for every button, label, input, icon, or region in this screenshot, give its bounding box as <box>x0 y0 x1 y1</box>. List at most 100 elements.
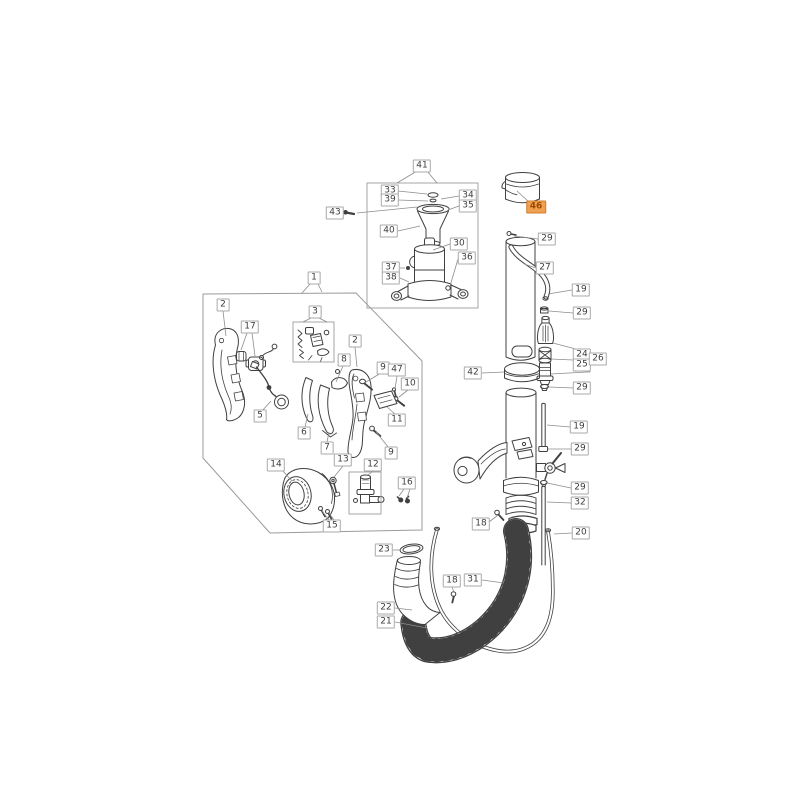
screw-18a-drawing <box>494 509 505 521</box>
leader-line <box>281 469 293 482</box>
leader-line <box>321 510 330 521</box>
leader-line <box>386 406 396 415</box>
valve-fitting-drawing <box>536 452 566 487</box>
leader-line <box>481 579 505 584</box>
leader-line <box>546 501 572 504</box>
part-label-9-13[interactable]: 9 <box>384 446 398 460</box>
part-label-10-8[interactable]: 10 <box>400 377 420 391</box>
part-label-29-34[interactable]: 29 <box>572 306 592 320</box>
handle-right-drawing <box>347 368 372 458</box>
part-label-18-47[interactable]: 18 <box>442 574 462 588</box>
pump-group-box <box>366 182 479 309</box>
part-label-30-26[interactable]: 30 <box>449 237 469 251</box>
part-label-26-37[interactable]: 26 <box>588 352 608 366</box>
part-label-29-41[interactable]: 29 <box>570 442 590 456</box>
leader-line <box>396 170 418 184</box>
leader-line <box>328 512 335 521</box>
leader-line <box>302 317 312 323</box>
part-label-11-9[interactable]: 11 <box>387 413 407 427</box>
part-label-19-33[interactable]: 19 <box>571 283 591 297</box>
leader-line <box>449 258 459 287</box>
handle-left-drawing <box>212 327 246 422</box>
leader-line <box>367 470 374 476</box>
part-label-6-11[interactable]: 6 <box>297 426 311 440</box>
cable-5-drawing <box>250 361 289 410</box>
handle-arm-drawing <box>453 437 534 484</box>
part-label-46-30[interactable]: 46 <box>526 200 546 214</box>
leader-line <box>394 607 413 611</box>
part-label-13-14[interactable]: 13 <box>333 453 353 467</box>
wire-part-drawing <box>259 343 278 360</box>
leader-line <box>488 514 499 523</box>
part-label-20-45[interactable]: 20 <box>571 526 591 540</box>
leader-line <box>397 225 421 232</box>
part-label-38-28[interactable]: 38 <box>381 271 401 285</box>
part-label-8-5[interactable]: 8 <box>337 353 351 367</box>
part-label-29-39[interactable]: 29 <box>572 381 592 395</box>
part-label-14-16[interactable]: 14 <box>266 458 286 472</box>
leader-line <box>394 621 428 629</box>
part-label-7-12[interactable]: 7 <box>320 441 334 455</box>
leader-line <box>546 482 572 489</box>
leader-line <box>301 283 311 294</box>
part-label-29-42[interactable]: 29 <box>570 481 590 495</box>
part-label-2-4[interactable]: 2 <box>348 334 362 348</box>
leader-line <box>365 372 382 383</box>
part-label-47-7[interactable]: 47 <box>387 363 407 377</box>
part-label-12-15[interactable]: 12 <box>363 458 383 472</box>
leader-line <box>304 413 309 428</box>
part-label-43-24[interactable]: 43 <box>325 206 345 220</box>
leader-line <box>513 235 539 240</box>
leader-line <box>447 205 460 211</box>
leader-line <box>440 195 460 200</box>
part-label-19-40[interactable]: 19 <box>569 420 589 434</box>
part-label-39-21[interactable]: 39 <box>380 193 400 207</box>
part-label-18-44[interactable]: 18 <box>471 517 491 531</box>
upper-tube-drawing <box>505 231 551 361</box>
part-label-17-2[interactable]: 17 <box>240 320 260 334</box>
leader-line <box>523 263 537 269</box>
leader-line <box>406 488 411 499</box>
leader-line <box>318 317 328 323</box>
part-label-15-18[interactable]: 15 <box>322 519 342 533</box>
valve-group-box <box>348 471 382 515</box>
bolt-13-drawing <box>329 476 341 497</box>
leader-line <box>451 586 455 593</box>
leader-line <box>398 389 409 398</box>
part-label-32-43[interactable]: 32 <box>570 496 590 510</box>
thin-tube-drawings <box>429 402 555 654</box>
leader-line <box>432 243 451 251</box>
part-label-29-31[interactable]: 29 <box>537 232 557 246</box>
part-label-31-48[interactable]: 31 <box>463 573 483 587</box>
leader-line <box>354 346 358 368</box>
nozzle-stack-drawing <box>536 306 554 391</box>
part-label-41-19[interactable]: 41 <box>412 159 432 173</box>
screws-16-drawing <box>396 495 410 504</box>
part-label-22-49[interactable]: 22 <box>376 601 396 615</box>
part-label-35-23[interactable]: 35 <box>458 199 478 213</box>
part-label-2-1[interactable]: 2 <box>216 298 230 312</box>
levers-drawing <box>301 369 348 438</box>
part-label-27-32[interactable]: 27 <box>535 261 555 275</box>
leader-line <box>222 310 227 337</box>
leader-line <box>548 386 574 389</box>
leader-line <box>553 532 573 535</box>
part-label-16-17[interactable]: 16 <box>397 476 417 490</box>
leader-line <box>550 371 588 375</box>
part-label-5-10[interactable]: 5 <box>253 409 267 423</box>
leader-line <box>333 465 344 478</box>
part-label-23-46[interactable]: 23 <box>374 543 394 557</box>
bellows-hose-drawing <box>400 518 533 664</box>
leader-line <box>547 289 573 295</box>
part-label-3-3[interactable]: 3 <box>308 305 322 319</box>
cap-46-drawing <box>501 172 540 204</box>
part-label-40-25[interactable]: 40 <box>379 224 399 238</box>
part-label-21-50[interactable]: 21 <box>376 615 396 629</box>
part-label-42-38[interactable]: 42 <box>463 366 483 380</box>
part-label-1-0[interactable]: 1 <box>307 271 321 285</box>
part-label-36-29[interactable]: 36 <box>457 251 477 265</box>
screws-15-drawing <box>318 506 333 520</box>
